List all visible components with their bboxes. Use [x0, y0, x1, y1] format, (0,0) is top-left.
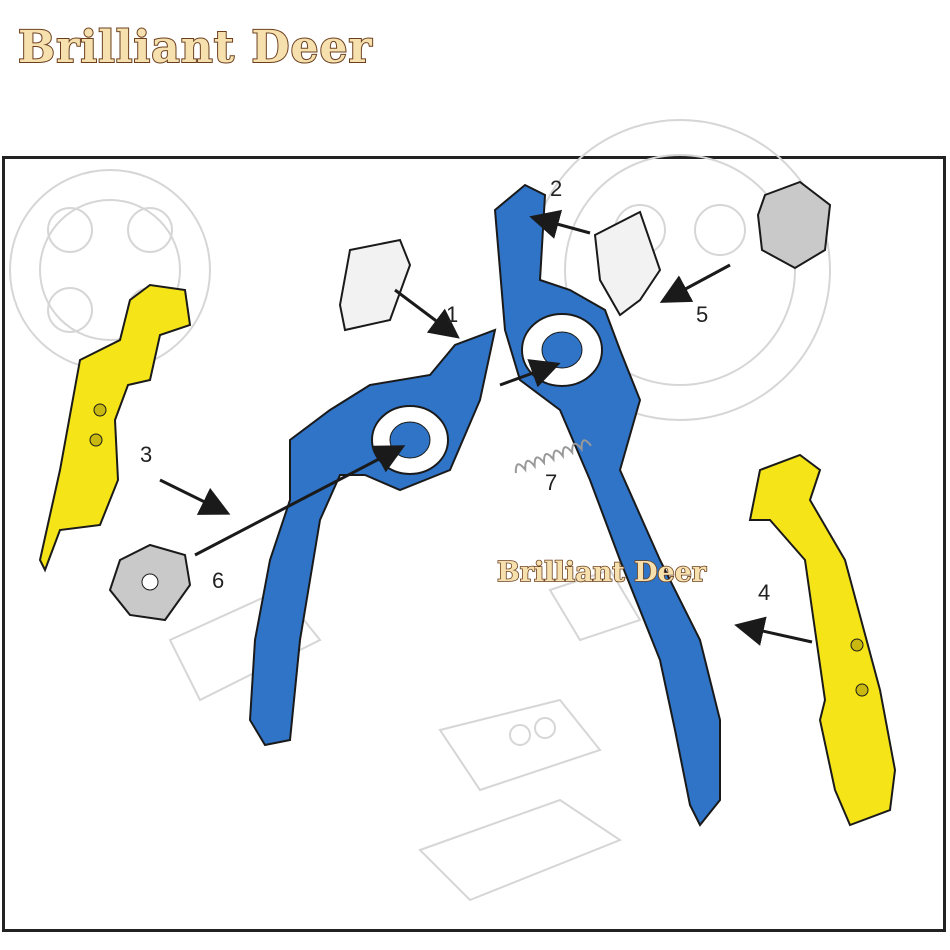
- callout-5: 5: [696, 302, 708, 327]
- callout-1: 1: [446, 302, 458, 327]
- watermark: Brilliant Deer: [497, 557, 707, 588]
- assembly-arrows: [159, 209, 813, 646]
- yellow-right-part: [748, 453, 897, 827]
- callout-2: 2: [550, 176, 562, 201]
- grey-block-1: [338, 238, 412, 332]
- callout-6: 6: [212, 568, 224, 593]
- spring: [514, 439, 592, 474]
- yellow-left-part: [38, 283, 192, 573]
- brand-logo: Brilliant Deer: [17, 21, 373, 74]
- blue-left-arm: [248, 328, 497, 747]
- grey-block-2: [593, 210, 662, 317]
- grey-cap-5: [756, 180, 832, 270]
- callout-7: 7: [545, 470, 557, 495]
- callout-4: 4: [758, 580, 770, 605]
- background-gear-sketch: [9, 119, 831, 902]
- callout-3: 3: [140, 442, 152, 467]
